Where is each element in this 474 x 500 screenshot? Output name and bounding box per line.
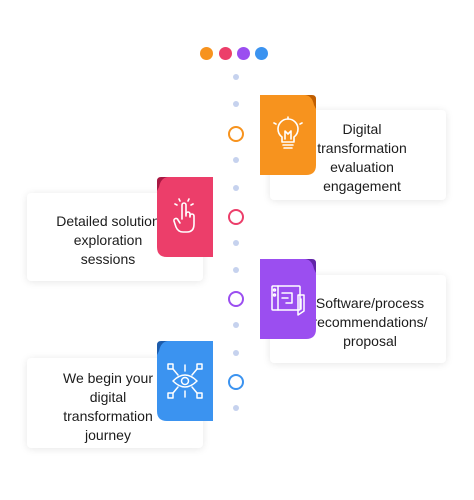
timeline-marker-step-1	[228, 126, 244, 142]
tag-ribbon	[260, 259, 316, 339]
axis-dot	[233, 405, 239, 411]
timeline-marker-step-4	[228, 374, 244, 390]
timeline-marker-step-3	[228, 291, 244, 307]
step-tag-evaluation-engagement	[260, 95, 316, 175]
header-dot-orange	[200, 47, 213, 60]
step-text: Detailed solution exploration sessions	[56, 213, 160, 267]
header-dot-purple	[237, 47, 250, 60]
axis-dot	[233, 101, 239, 107]
timeline-marker-step-2	[228, 209, 244, 225]
step-tag-begin-journey	[157, 341, 213, 421]
axis-dot	[233, 267, 239, 273]
header-dot-blue	[255, 47, 268, 60]
tag-ribbon	[157, 341, 213, 421]
step-tag-recommendations-proposal	[260, 259, 316, 339]
tag-ribbon	[260, 95, 316, 175]
header-dot-pink	[219, 47, 232, 60]
axis-dot	[233, 350, 239, 356]
step-text: Software/process recommendations/ propos…	[312, 295, 428, 349]
tag-ribbon	[157, 177, 213, 257]
axis-dot	[233, 74, 239, 80]
lightbulb-icon	[273, 116, 303, 149]
step-text: We begin your digital transformation jou…	[62, 370, 153, 443]
step-text: Digital transformation evaluation engage…	[317, 121, 407, 194]
axis-dot	[233, 157, 239, 163]
axis-dot	[233, 185, 239, 191]
axis-dot	[233, 240, 239, 246]
pointing-hand-icon	[173, 198, 195, 233]
axis-dot	[233, 322, 239, 328]
blueprint-icon	[271, 285, 305, 316]
step-tag-solution-exploration	[157, 177, 213, 257]
network-eye-icon	[167, 363, 203, 399]
